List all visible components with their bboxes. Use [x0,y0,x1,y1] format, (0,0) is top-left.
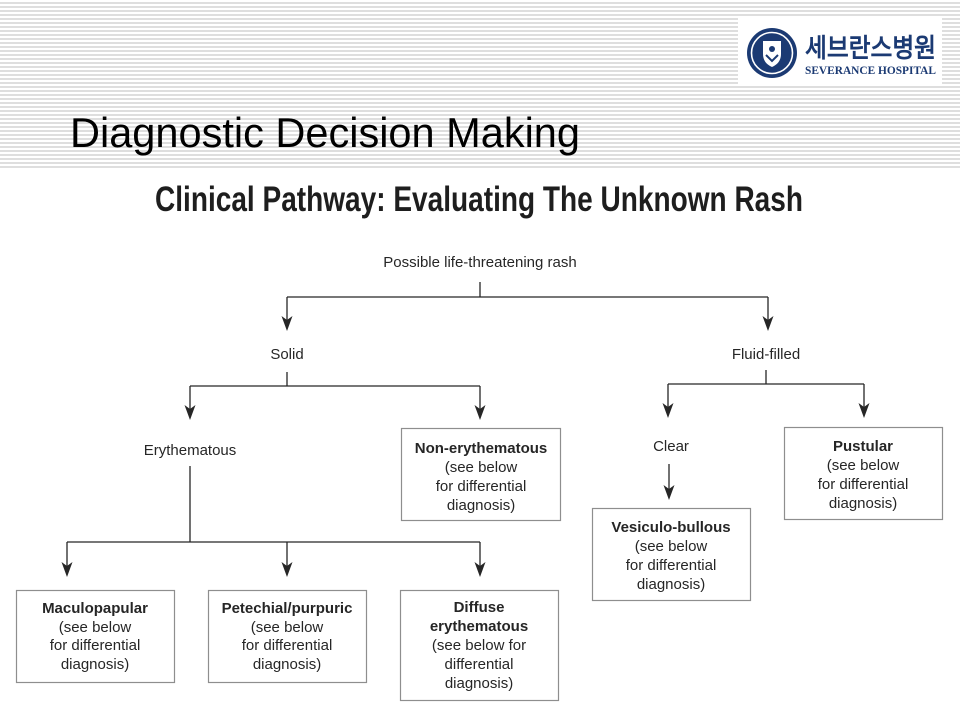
box-note-line: (see below [635,538,708,555]
box-note-line: for differential [436,478,527,495]
box-border [15,589,176,684]
box-note-line: (see below [251,619,324,636]
arrow-to-clear [662,384,674,418]
box-note-line: diagnosis) [637,576,705,593]
logo-korean-name: 세브란스병원 [805,33,936,63]
arrow-to-non-erythematous [474,386,486,420]
box-petechial-purpuric: Petechial/purpuric (see below for differ… [207,589,368,684]
node-solid-label: Solid [270,346,303,363]
box-heading: Diffuse [454,599,505,616]
box-note-line: for differential [242,637,333,654]
box-non-erythematous: Non-erythematous (see below for differen… [400,427,562,522]
arrowhead [858,403,870,418]
node-root-label: Possible life-threatening rash [383,254,576,271]
box-note-line: diagnosis) [445,675,513,692]
arrow-to-vesiculo-bullous [663,464,675,500]
arrowhead [474,562,486,577]
box-note-line: diagnosis) [61,656,129,673]
arrowhead [281,316,293,331]
box-note-line: for differential [818,476,909,493]
box-diffuse-erythematous: Diffuse erythematous (see below for diff… [399,589,560,702]
arrow-to-petechial-purpuric [281,542,293,577]
box-heading: Maculopapular [42,600,148,617]
box-border [783,426,944,521]
box-pustular: Pustular (see below for differential dia… [783,426,944,521]
arrowhead [762,316,774,331]
arrowhead [663,485,675,500]
box-heading: Vesiculo-bullous [611,519,730,536]
arrow-to-erythematous [184,386,196,420]
box-note-line: differential [445,656,514,673]
arrowhead [281,562,293,577]
arrowhead [662,403,674,418]
node-clear-label: Clear [653,438,689,455]
node-fluid-filled-label: Fluid-filled [732,346,800,363]
logo-english-name: SEVERANCE HOSPITAL [805,65,936,77]
arrowhead [184,405,196,420]
box-note-line: diagnosis) [447,497,515,514]
box-vesiculo-bullous: Vesiculo-bullous (see below for differen… [591,507,752,602]
arrow-to-solid [281,297,293,331]
box-border [207,589,368,684]
box-note-line: (see below [445,459,518,476]
connector-solid-split [190,372,480,387]
box-border [591,507,752,602]
severance-emblem-icon [747,28,797,78]
connector-root-split [287,282,768,298]
arrow-to-fluid-filled [762,297,774,331]
arrowhead [61,562,73,577]
arrow-to-maculopapular [61,542,73,577]
box-note-line: (see below [59,619,132,636]
box-note-line: diagnosis) [253,656,321,673]
connector-erythematous-split [67,466,480,543]
box-note-line: diagnosis) [829,495,897,512]
box-border [399,589,560,702]
box-heading: erythematous [430,618,528,635]
box-heading: Pustular [833,438,893,455]
connector-fluid-split [668,370,864,385]
box-maculopapular: Maculopapular (see below for differentia… [15,589,176,684]
hospital-logo: 세브란스병원 SEVERANCE HOSPITAL [738,16,942,86]
arrow-to-pustular [858,384,870,418]
clinical-pathway-flowchart: Clinical Pathway: Evaluating The Unknown… [15,180,944,702]
box-note-line: for differential [50,637,141,654]
arrowhead [474,405,486,420]
box-note-line: (see below for [432,637,526,654]
flowchart-title: Clinical Pathway: Evaluating The Unknown… [155,180,803,219]
box-heading: Petechial/purpuric [222,600,353,617]
box-note-line: for differential [626,557,717,574]
node-erythematous-label: Erythematous [144,442,237,459]
box-heading: Non-erythematous [415,440,548,457]
box-note-line: (see below [827,457,900,474]
slide-title: Diagnostic Decision Making [70,109,580,156]
box-border [400,427,562,522]
arrow-to-diffuse-erythematous [474,542,486,577]
